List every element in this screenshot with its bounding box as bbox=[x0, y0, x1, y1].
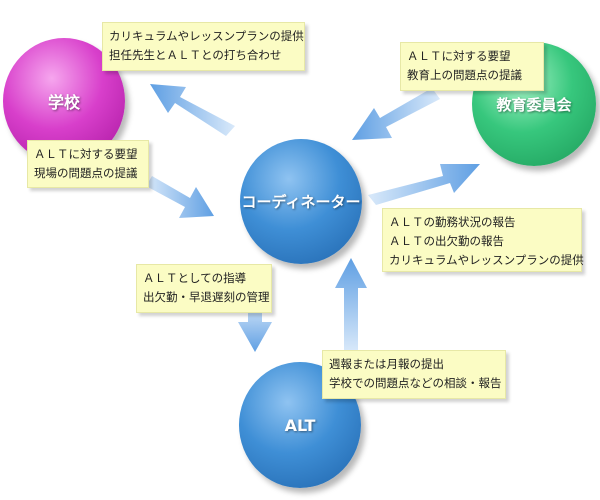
note-coordinator-to-school: カリキュラムやレッスンプランの提供 担任先生とＡＬＴとの打ち合わせ bbox=[102, 22, 305, 71]
arrow-board-to-coordinator bbox=[352, 88, 440, 140]
note-school-to-coordinator: ＡＬＴに対する要望 現場の問題点の提議 bbox=[27, 140, 149, 188]
arrow-school-to-coordinator bbox=[146, 176, 214, 218]
note-coordinator-to-alt: ＡＬＴとしての指導 出欠勤・早退遅刻の管理 bbox=[136, 264, 272, 313]
node-alt-label: ALT bbox=[284, 415, 316, 435]
node-coordinator: コーディネーター bbox=[240, 139, 362, 264]
note-line: 出欠勤・早退遅刻の管理 bbox=[143, 290, 270, 304]
note-line: ＡＬＴとしての指導 bbox=[143, 271, 247, 285]
note-line: カリキュラムやレッスンプランの提供 bbox=[109, 29, 304, 43]
note-line: 担任先生とＡＬＴとの打ち合わせ bbox=[109, 48, 282, 62]
note-line: ＡＬＴの勤務状況の報告 bbox=[389, 215, 516, 229]
arrow-alt-to-coordinator bbox=[335, 258, 367, 352]
node-school-label: 学校 bbox=[47, 93, 80, 112]
node-coordinator-label: コーディネーター bbox=[241, 193, 361, 211]
arrow-coordinator-to-school bbox=[150, 84, 235, 136]
note-board-to-coordinator: ＡＬＴに対する要望 教育上の問題点の提議 bbox=[400, 42, 544, 91]
arrow-coordinator-to-board bbox=[368, 164, 480, 205]
note-line: ＡＬＴに対する要望 bbox=[34, 147, 138, 161]
note-line: ＡＬＴに対する要望 bbox=[407, 49, 511, 63]
note-line: 学校での問題点などの相談・報告 bbox=[329, 376, 502, 390]
note-line: カリキュラムやレッスンプランの提供 bbox=[389, 253, 584, 267]
note-line: 週報または月報の提出 bbox=[329, 357, 444, 371]
arrow-coordinator-to-alt bbox=[238, 300, 272, 352]
note-alt-to-coordinator: 週報または月報の提出 学校での問題点などの相談・報告 bbox=[322, 350, 506, 399]
node-board-label: 教育委員会 bbox=[496, 95, 572, 114]
note-coordinator-to-board: ＡＬＴの勤務状況の報告 ＡＬＴの出欠勤の報告 カリキュラムやレッスンプランの提供 bbox=[382, 208, 584, 272]
note-line: 現場の問題点の提議 bbox=[34, 166, 138, 180]
note-line: 教育上の問題点の提議 bbox=[407, 68, 522, 82]
note-line: ＡＬＴの出欠勤の報告 bbox=[389, 234, 504, 248]
